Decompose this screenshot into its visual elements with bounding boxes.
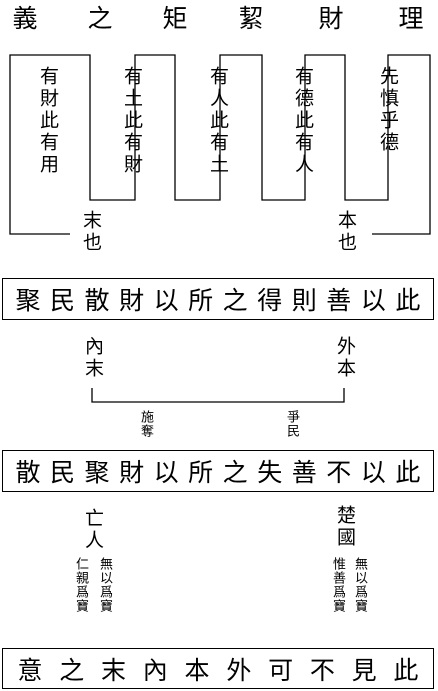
quote-column: 仁親爲寶 bbox=[73, 557, 88, 613]
title-char: 之 bbox=[87, 4, 113, 33]
title-char: 義 bbox=[12, 4, 38, 33]
title-char: 絜 bbox=[238, 4, 264, 33]
title-char: 財 bbox=[318, 4, 344, 33]
quote-column: 無以爲寶 bbox=[97, 557, 112, 613]
label-chu-state: 楚國 bbox=[334, 505, 356, 549]
box-char: 內 bbox=[142, 655, 168, 685]
box-char: 此 bbox=[393, 655, 419, 685]
label-exile: 亡人 bbox=[82, 508, 104, 552]
box-char: 見 bbox=[351, 655, 377, 685]
box-char: 散 bbox=[84, 286, 110, 315]
quote-column: 惟善爲寶 bbox=[330, 557, 345, 613]
box-char: 財 bbox=[119, 458, 145, 487]
sentence-box-3: 意 之 末 內 本 外 可 不 見 此 bbox=[2, 648, 434, 689]
label-outer-root: 外本 bbox=[334, 336, 356, 380]
box-char: 善 bbox=[291, 458, 317, 487]
box-char: 之 bbox=[222, 286, 248, 315]
box-char: 財 bbox=[119, 286, 145, 315]
zigzag-line bbox=[9, 54, 431, 235]
box-char: 聚 bbox=[84, 458, 110, 487]
zigzag-column: 有財此有用 bbox=[37, 66, 59, 176]
zigzag-column: 先慎乎德 bbox=[377, 66, 399, 154]
box-char: 則 bbox=[291, 286, 317, 315]
box-char: 末 bbox=[101, 655, 127, 685]
label-contend-people: 爭民 bbox=[284, 410, 299, 438]
quote-column: 無以爲寶 bbox=[352, 557, 367, 613]
diagram-title: 義 之 矩 絜 財 理 bbox=[0, 4, 438, 34]
box-char: 此 bbox=[395, 286, 421, 315]
zigzag-left-end: 末也 bbox=[80, 210, 102, 254]
box-char: 所 bbox=[188, 458, 214, 487]
box-char: 散 bbox=[15, 458, 41, 487]
zigzag-column: 有德此有人 bbox=[292, 66, 314, 176]
box-char: 民 bbox=[50, 458, 76, 487]
zigzag-column: 有土此有財 bbox=[121, 66, 143, 176]
title-char: 矩 bbox=[162, 4, 188, 33]
sentence-box-1: 聚 民 散 財 以 所 之 得 則 善 以 此 bbox=[2, 278, 434, 320]
box-char: 以 bbox=[153, 458, 179, 487]
box-char: 聚 bbox=[15, 286, 41, 315]
box-char: 失 bbox=[257, 458, 283, 487]
sentence-box-2: 散 民 聚 財 以 所 之 失 善 不 以 此 bbox=[2, 450, 434, 492]
box-char: 可 bbox=[268, 655, 294, 685]
title-char: 理 bbox=[398, 4, 424, 33]
box-char: 以 bbox=[360, 286, 386, 315]
box-char: 此 bbox=[395, 458, 421, 487]
box-char: 意 bbox=[17, 655, 43, 685]
box-char: 以 bbox=[153, 286, 179, 315]
box-char: 善 bbox=[326, 286, 352, 315]
zigzag-right-end: 本也 bbox=[335, 210, 357, 254]
box-char: 民 bbox=[50, 286, 76, 315]
box-char: 本 bbox=[184, 655, 210, 685]
zigzag-column: 有人此有土 bbox=[207, 66, 229, 176]
box-char: 外 bbox=[226, 655, 252, 685]
bracket-line bbox=[91, 388, 345, 403]
box-char: 之 bbox=[222, 458, 248, 487]
box-char: 得 bbox=[257, 286, 283, 315]
box-char: 不 bbox=[309, 655, 335, 685]
box-char: 以 bbox=[360, 458, 386, 487]
label-inner-branch: 內末 bbox=[82, 336, 104, 380]
label-bestow-seize: 施奪 bbox=[138, 410, 153, 438]
box-char: 之 bbox=[59, 655, 85, 685]
box-char: 所 bbox=[188, 286, 214, 315]
box-char: 不 bbox=[326, 458, 352, 487]
